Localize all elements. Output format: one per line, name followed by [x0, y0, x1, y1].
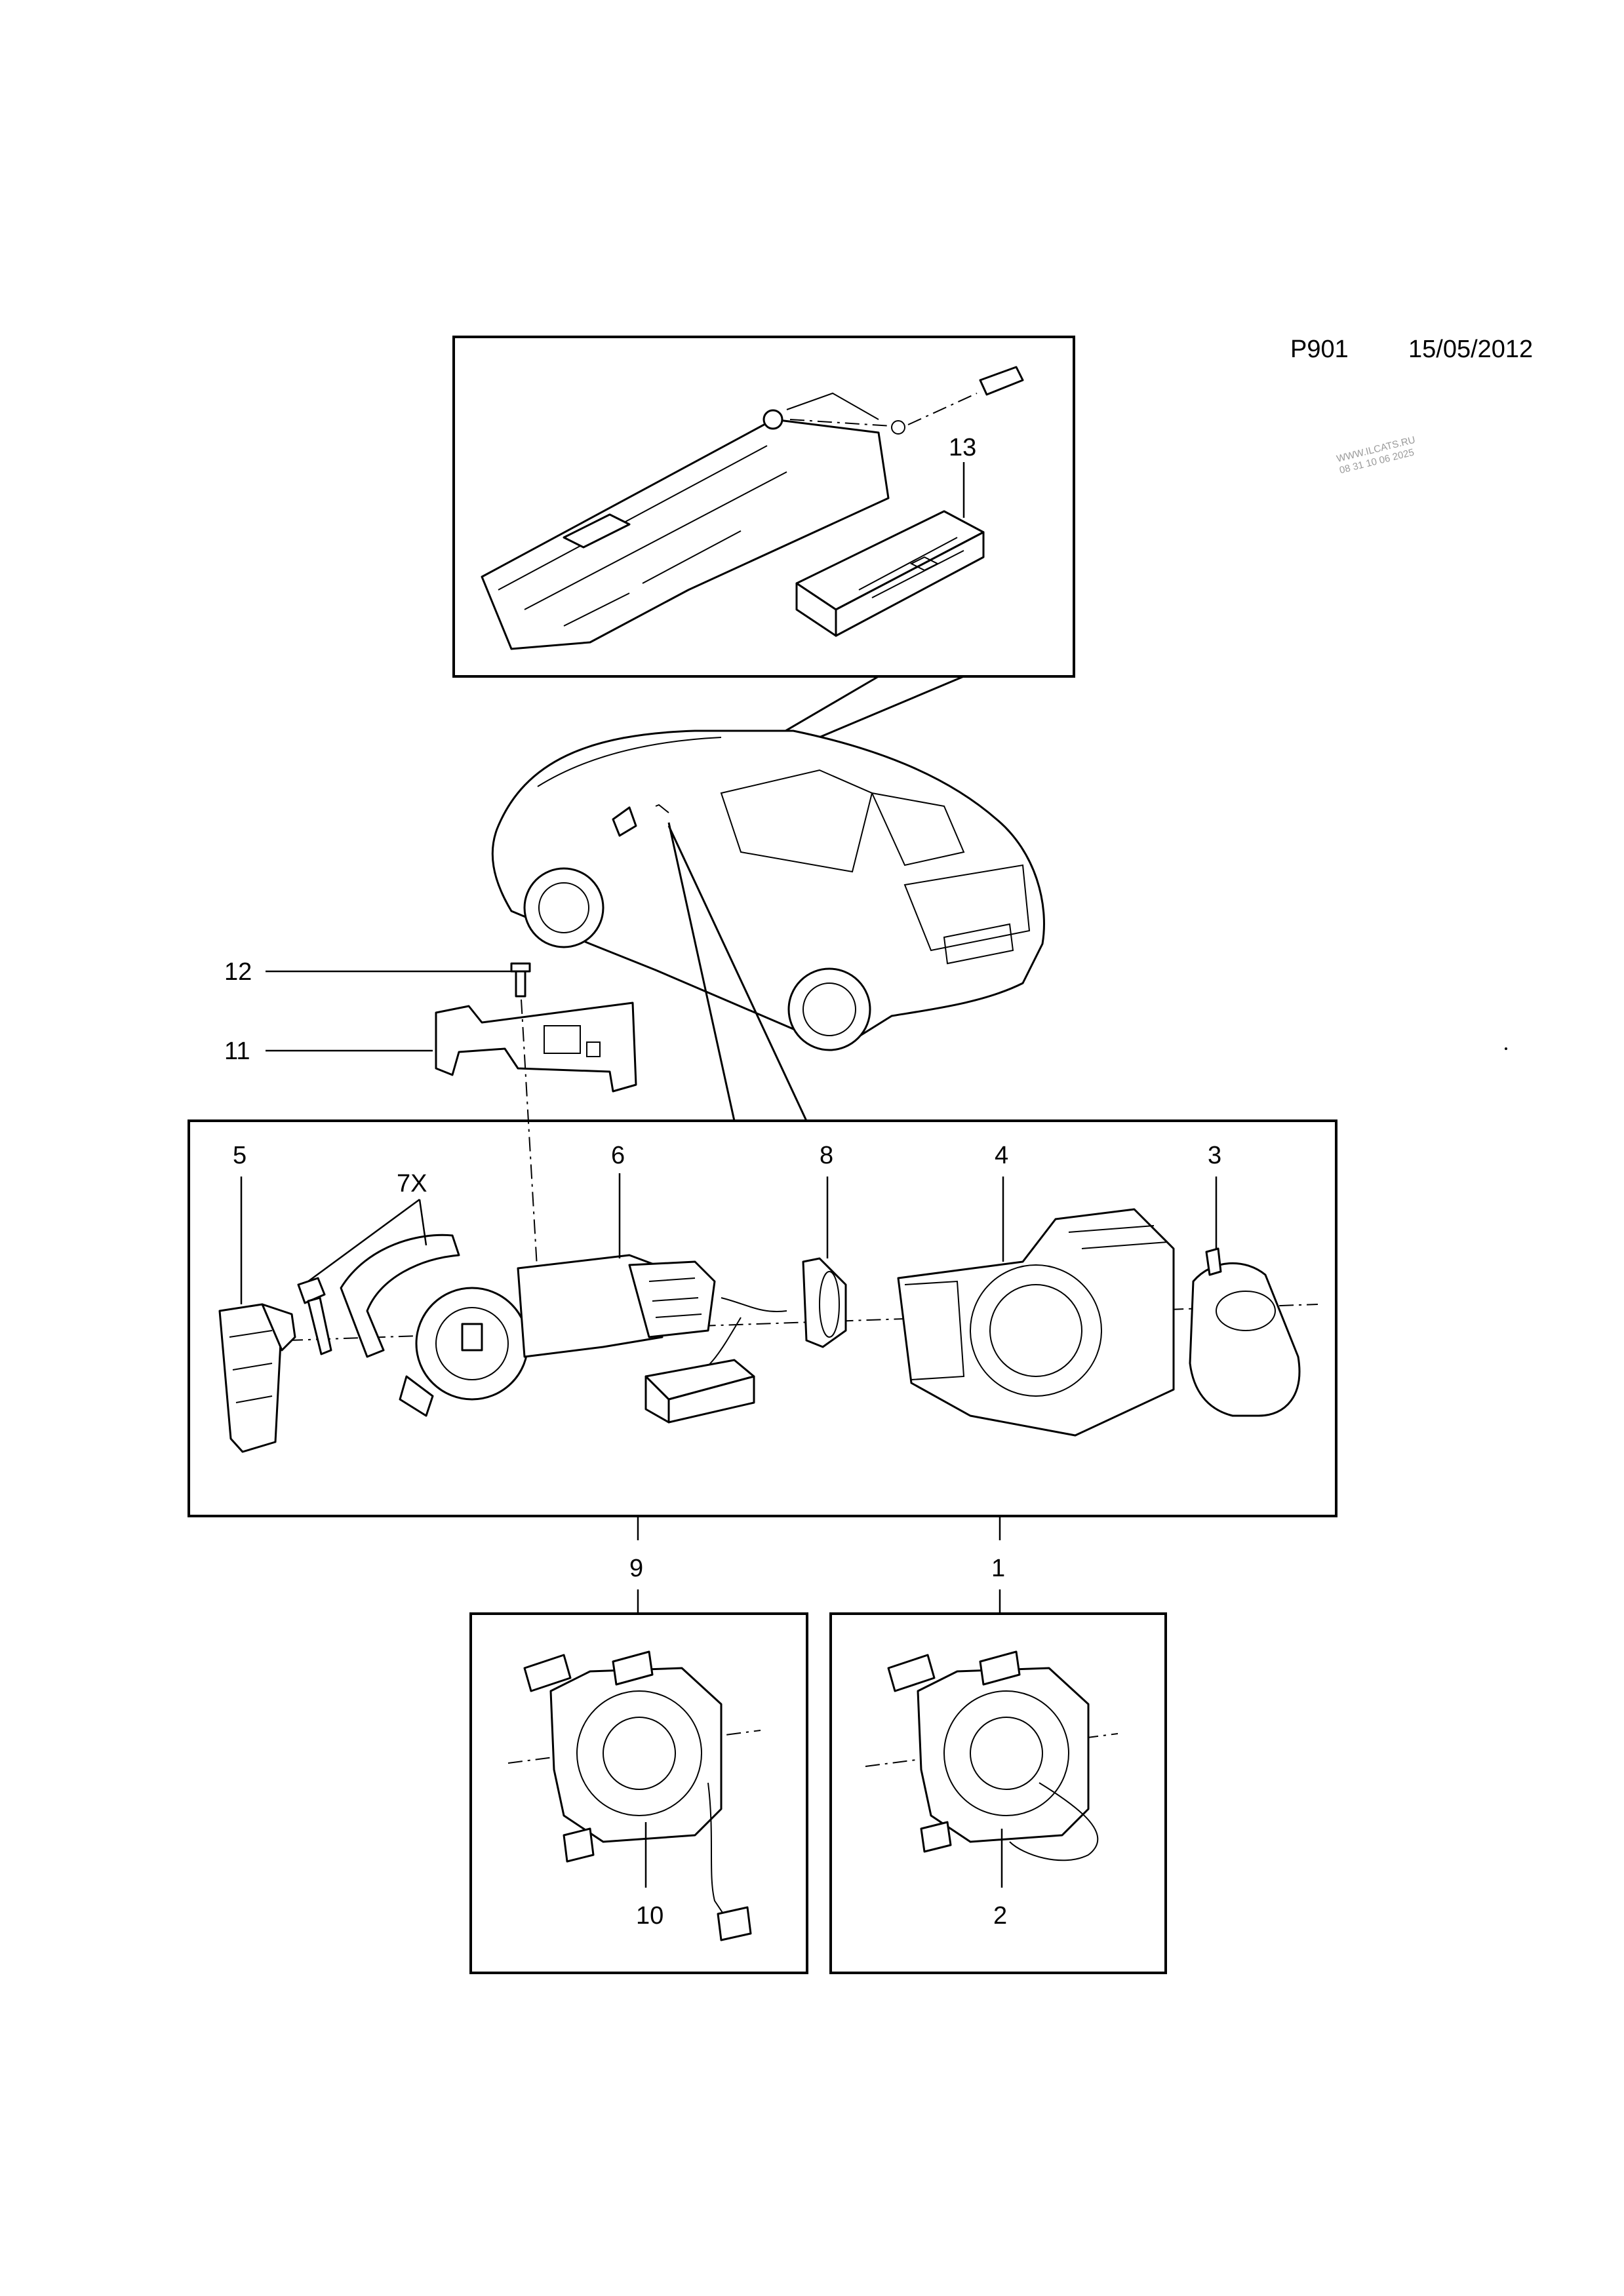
subassembly-1-frame	[829, 1612, 1167, 1974]
module-bracket-illustration	[481, 366, 1024, 650]
callout-7x: 7X	[397, 1170, 427, 1197]
callout-5: 5	[233, 1142, 247, 1169]
watermark: WWW.ILCATS.RU 08 31 10 06 2025	[1336, 435, 1417, 477]
callout-12: 12	[224, 958, 252, 986]
leader-7x-b	[418, 1199, 427, 1246]
callout-10: 10	[636, 1902, 663, 1930]
inset-frame-module	[452, 336, 1075, 678]
callout-13: 13	[949, 434, 976, 461]
part-6-illustration	[399, 1254, 716, 1417]
part-1-illustration	[865, 1650, 1119, 1861]
subassembly-9-frame	[469, 1612, 808, 1974]
callout-6: 6	[611, 1142, 625, 1169]
axis-12-to-6	[521, 999, 538, 1279]
callout-8: 8	[820, 1142, 833, 1169]
module-13-illustration	[795, 510, 985, 637]
inset-pointer-bottom	[667, 822, 808, 1121]
callout-1: 1	[991, 1555, 1005, 1582]
callout-4: 4	[995, 1142, 1008, 1169]
part-8-illustration	[644, 1257, 847, 1424]
callout-11: 11	[224, 1038, 250, 1065]
part-9-illustration	[507, 1650, 761, 1941]
part-5-illustration	[218, 1303, 296, 1453]
callout-9: 9	[629, 1555, 643, 1582]
screw-12-illustration	[510, 962, 531, 998]
plate-date: 15/05/2012	[1408, 336, 1533, 363]
callout-2: 2	[993, 1902, 1007, 1930]
bracket-11-illustration	[435, 1002, 637, 1093]
stray-dot	[1505, 1047, 1507, 1050]
leader-7x-a	[307, 1198, 420, 1283]
main-assembly-frame	[188, 1119, 1337, 1517]
part-3-illustration	[1189, 1247, 1301, 1417]
vehicle-illustration	[491, 730, 1045, 1051]
part-7x-illustration	[297, 1234, 460, 1358]
callout-3: 3	[1208, 1142, 1221, 1169]
plate-code: P901	[1290, 336, 1349, 363]
part-4-illustration	[897, 1208, 1175, 1437]
